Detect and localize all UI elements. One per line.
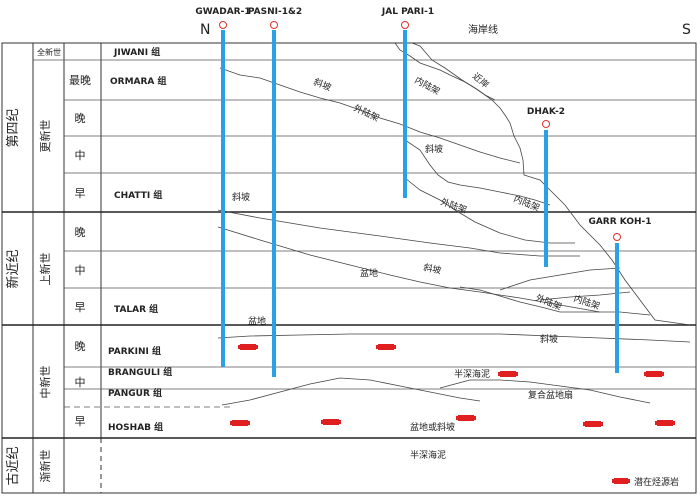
epoch-oligocene: 渐新世 <box>38 450 52 483</box>
era-paleogene: 古近纪 <box>6 446 21 485</box>
source-rock-marker <box>238 344 258 350</box>
epoch-holocene: 全新世 <box>37 47 61 57</box>
facies-slope: 斜坡 <box>425 143 443 155</box>
facies-semi-deep-mud: 半深海泥 <box>410 449 446 461</box>
major-boundaries <box>2 211 696 439</box>
facies-slope: 斜坡 <box>422 261 442 276</box>
column-separators <box>32 43 102 493</box>
formation-branguli: BRANGULI 组 <box>108 366 172 378</box>
coastline-label: 海岸线 <box>468 23 498 36</box>
wells: GWADAR-1 PASNI-1&2 JAL PARI-1 DHAK-2 GAR… <box>195 7 652 377</box>
facies-outer-shelf: 外陆架 <box>352 102 382 124</box>
epoch-miocene: 中新世 <box>38 366 52 399</box>
source-rock-marker <box>456 415 476 421</box>
well-name: GWADAR-1 <box>195 7 250 17</box>
legend-symbol <box>612 478 630 484</box>
well-name: GARR KOH-1 <box>588 217 651 227</box>
formation-chatti: CHATTI 组 <box>114 189 162 201</box>
source-rock-marker <box>498 371 518 377</box>
facies-outer-shelf: 外陆架 <box>439 196 468 217</box>
facies-slope: 斜坡 <box>312 76 333 94</box>
source-rock-marker <box>583 421 603 427</box>
north-label: N <box>200 22 210 38</box>
stage-miocene-late: 晚 <box>75 340 86 353</box>
formation-pangur: PANGUR 组 <box>108 387 162 399</box>
formation-ormara: ORMARA 组 <box>110 75 167 87</box>
legend-label: 潜在烃源岩 <box>634 476 679 488</box>
legend: 潜在烃源岩 <box>612 476 679 488</box>
horizontal-grid <box>33 59 696 408</box>
facies-slope: 斜坡 <box>540 333 558 345</box>
source-rock-marker <box>321 419 341 425</box>
source-rock-marker <box>644 371 664 377</box>
stage-pliocene-early: 早 <box>75 301 86 314</box>
formation-jiwani: JIWANI 组 <box>113 46 160 58</box>
era-neogene: 新近纪 <box>5 249 21 288</box>
well-name: JAL PARI-1 <box>381 7 434 17</box>
epoch-pleistocene: 更新世 <box>38 120 52 153</box>
facies-composite-fan: 复合盆地扇 <box>528 389 573 401</box>
source-rock-markers <box>230 344 675 427</box>
facies-slope: 斜坡 <box>232 191 250 203</box>
facies-basin: 盆地 <box>248 315 266 327</box>
stage-pliocene-middle: 中 <box>75 264 86 277</box>
well-gwadar-1: GWADAR-1 <box>195 7 251 367</box>
well-dhak-2: DHAK-2 <box>527 107 565 267</box>
well-name: PASNI-1&2 <box>248 7 302 17</box>
facies-basin: 盆地 <box>360 267 378 279</box>
epoch-pliocene: 上新世 <box>38 253 52 286</box>
well-pasni-1-2: PASNI-1&2 <box>248 7 302 377</box>
stage-pleistocene-late: 晚 <box>75 112 86 125</box>
well-jal-pari-1: JAL PARI-1 <box>381 7 434 198</box>
facies-basin-or-slope: 盆地或斜坡 <box>410 421 455 433</box>
well-garr-koh-1: GARR KOH-1 <box>588 217 652 373</box>
source-rock-marker <box>376 344 396 350</box>
formation-talar: TALAR 组 <box>114 303 158 315</box>
stage-miocene-middle: 中 <box>75 376 86 389</box>
facies-outer-shelf: 外陆架 <box>534 292 564 313</box>
well-name: DHAK-2 <box>527 107 565 117</box>
stage-miocene-early: 早 <box>75 415 86 428</box>
formation-parkini: PARKINI 组 <box>108 345 161 357</box>
stage-pleistocene-early: 早 <box>75 187 86 200</box>
era-quaternary: 第四纪 <box>6 108 21 147</box>
facies-inner-shelf: 内陆架 <box>512 193 542 214</box>
stage-pleistocene-latest: 最晚 <box>69 74 91 87</box>
coastline <box>411 42 691 326</box>
source-rock-marker <box>230 420 250 426</box>
facies-nearshore: 近岸 <box>470 70 492 91</box>
source-rock-marker <box>655 420 675 426</box>
frame <box>1 42 697 494</box>
stage-pleistocene-middle: 中 <box>75 149 86 162</box>
formation-hoshab: HOSHAB 组 <box>108 421 163 433</box>
stage-pliocene-late: 晚 <box>75 226 86 239</box>
facies-semi-deep-mud: 半深海泥 <box>454 368 490 380</box>
facies-inner-shelf: 内陆架 <box>413 74 442 97</box>
facies-lines <box>217 42 691 406</box>
south-label: S <box>682 22 691 38</box>
